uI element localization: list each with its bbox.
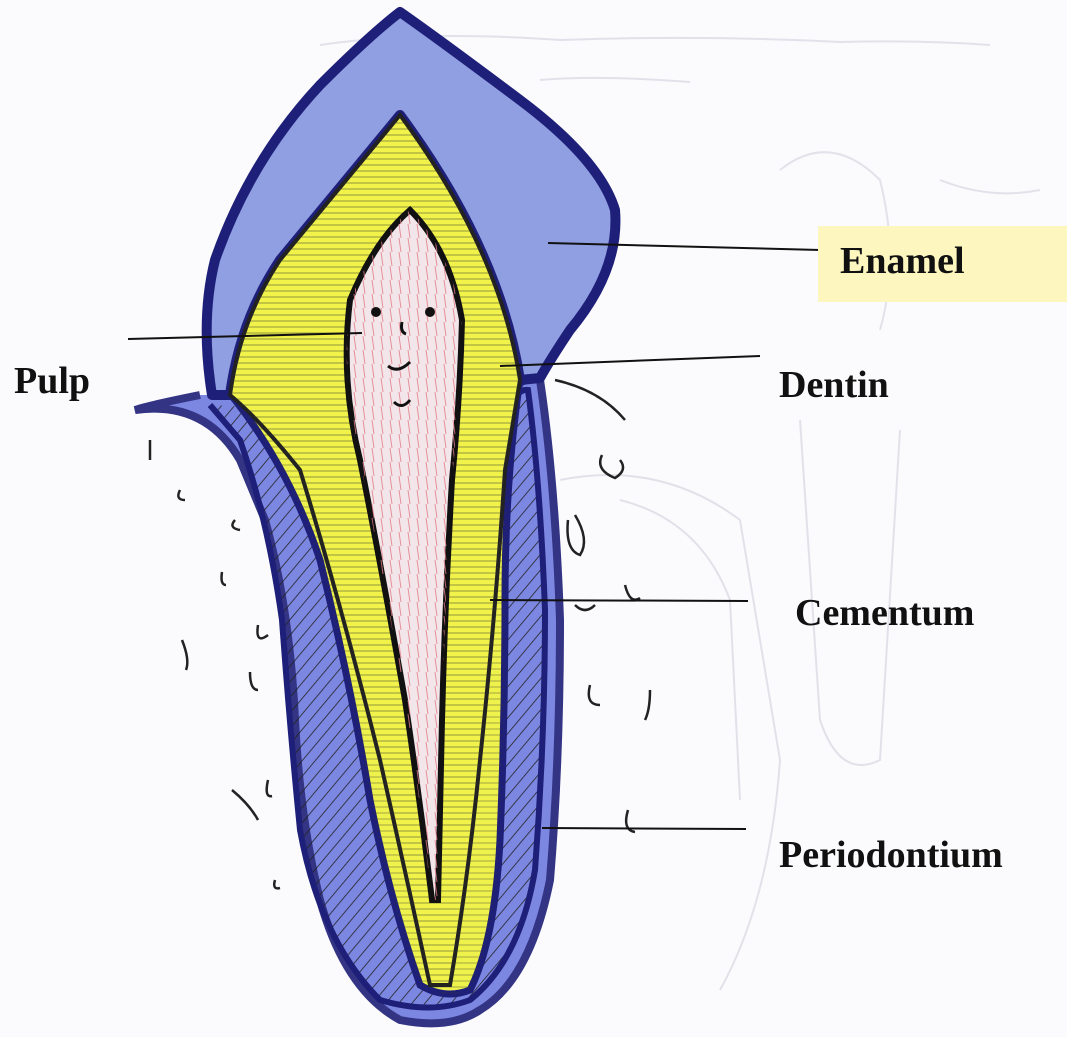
periodontium-leader-line — [542, 828, 746, 829]
pulp-label: Pulp — [14, 362, 90, 400]
cementum-leader-line — [490, 600, 748, 601]
dentin-label: Dentin — [779, 366, 889, 404]
cementum-label: Cementum — [795, 594, 974, 632]
enamel-label: Enamel — [818, 226, 1067, 302]
periodontium-label: Periodontium — [779, 836, 1003, 874]
